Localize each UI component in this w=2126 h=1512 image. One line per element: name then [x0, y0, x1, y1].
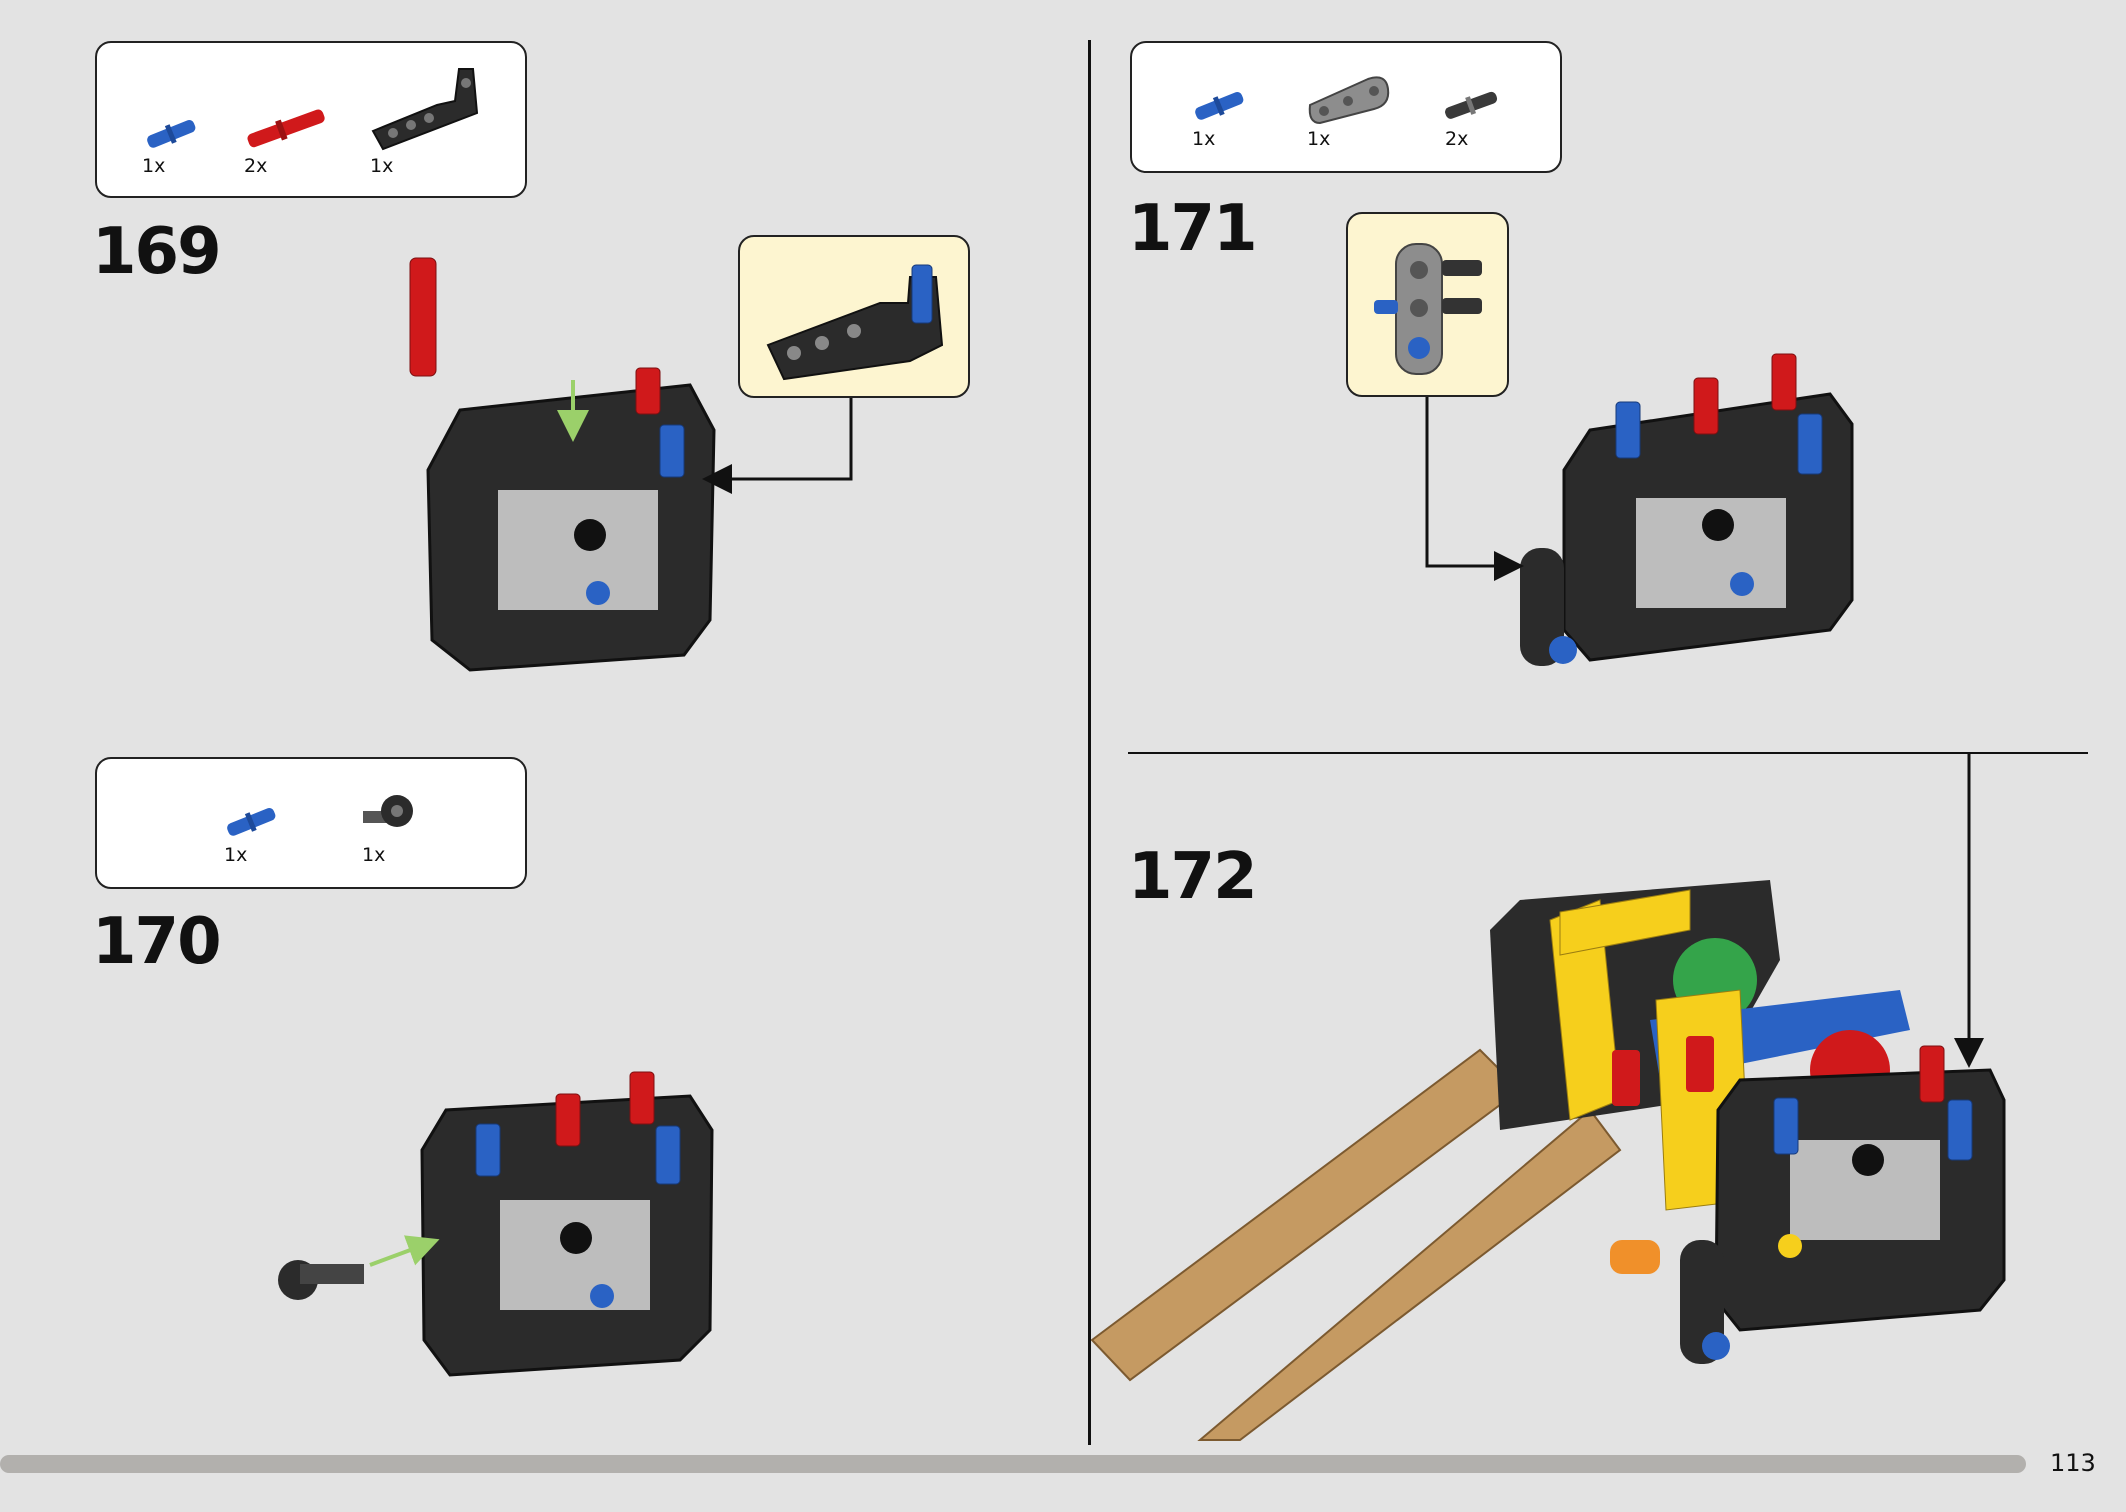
step-number: 170: [92, 905, 222, 979]
gray-beam-icon: [1374, 243, 1482, 375]
part-qty: 1x: [1307, 128, 1331, 150]
step-number: 169: [92, 215, 222, 289]
parts-list-step-171: 1x 1x 2x: [1130, 41, 1562, 173]
black-angled-beam-icon: [766, 264, 944, 381]
part-qty: 1x: [1192, 128, 1216, 150]
black-angled-beam-icon: [371, 68, 479, 151]
parts-list-step-169: 1x 2x 1x: [95, 41, 527, 198]
black-axle-pin-icon: [1445, 91, 1498, 119]
part-qty: 2x: [244, 155, 268, 177]
sub-assembly-callout: [738, 235, 970, 398]
gray-beam-icon: [1308, 76, 1390, 125]
gearbox-assembly: [1090, 880, 2006, 1441]
part-qty: 1x: [362, 844, 386, 866]
page-divider-vertical: [1088, 40, 1091, 1445]
page-number: 113: [2050, 1449, 2096, 1477]
step-number: 171: [1128, 192, 1258, 266]
progress-bar: [0, 1455, 2026, 1473]
parts-list-step-170: 1x 1x: [95, 757, 527, 889]
part-qty: 2x: [1445, 128, 1469, 150]
technic-frame-assembly: [278, 1071, 714, 1377]
technic-frame-assembly: [1520, 353, 1854, 666]
part-qty: 1x: [142, 155, 166, 177]
blue-axle-pin-icon: [1195, 91, 1244, 120]
part-qty: 1x: [370, 155, 394, 177]
black-axle-connector-icon: [363, 795, 413, 827]
blue-axle-pin-icon: [147, 119, 196, 148]
blue-axle-pin-icon: [227, 807, 276, 836]
part-qty: 1x: [224, 844, 248, 866]
technic-frame-assembly: [409, 257, 716, 672]
step-number: 172: [1128, 840, 1258, 914]
red-long-axle-pin-icon: [247, 109, 325, 148]
page-divider-horizontal: [1128, 752, 2088, 754]
sub-assembly-callout: [1346, 212, 1509, 397]
